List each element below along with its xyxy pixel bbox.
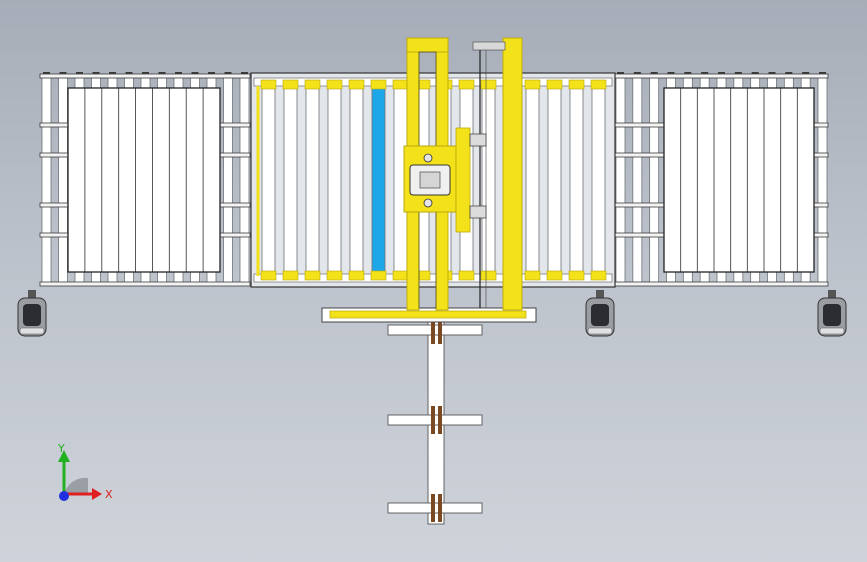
roller-bracket-top xyxy=(480,79,497,90)
roller-bracket-bottom xyxy=(370,270,387,281)
rail xyxy=(613,73,829,79)
roller xyxy=(817,75,828,285)
center-bottom-rail xyxy=(253,273,613,283)
roller-bracket-bottom xyxy=(524,270,541,281)
roller xyxy=(305,81,320,279)
roller-bracket-bottom xyxy=(590,270,607,281)
pallet xyxy=(67,87,221,273)
roller xyxy=(283,81,298,279)
roller-bracket-bottom xyxy=(458,270,475,281)
caster-stem xyxy=(828,290,836,300)
highlighted-roller xyxy=(371,81,386,279)
pallet xyxy=(663,87,815,273)
yellow-gantry-frame[interactable] xyxy=(321,37,537,323)
roller xyxy=(615,75,626,285)
roller xyxy=(223,75,233,285)
roller-bracket-top xyxy=(546,79,563,90)
x-axis-arrow-icon xyxy=(64,488,102,500)
roller xyxy=(649,75,660,285)
caster-stem xyxy=(596,290,604,300)
right-roller-conveyor[interactable] xyxy=(613,72,829,287)
roller xyxy=(349,81,364,279)
bolt xyxy=(423,153,433,163)
roller xyxy=(261,81,276,279)
rail xyxy=(39,73,251,79)
caster-foot xyxy=(819,327,845,335)
roller-bracket-bottom xyxy=(304,270,321,281)
pallet-outline xyxy=(67,87,221,273)
roller xyxy=(591,81,606,279)
roller-bracket-top xyxy=(370,79,387,90)
y-axis-label: Y xyxy=(57,442,65,455)
roller-bracket-bottom xyxy=(260,270,277,281)
fork-arm[interactable] xyxy=(387,316,483,525)
triad-plane-icon xyxy=(64,477,88,494)
linear-bearing xyxy=(469,205,487,219)
roller-bracket-top xyxy=(282,79,299,90)
roller xyxy=(481,81,496,279)
roller-bracket-bottom xyxy=(546,270,563,281)
roller-bracket-top xyxy=(304,79,321,90)
roller-bracket-top xyxy=(458,79,475,90)
fork-clamp xyxy=(431,494,435,522)
gantry-top-bracket xyxy=(472,41,506,51)
fork-clamp xyxy=(431,316,435,344)
motor-face xyxy=(419,171,441,189)
roller-bracket-top xyxy=(392,79,409,90)
pallet-outline xyxy=(663,87,815,273)
rail xyxy=(39,281,251,287)
roller xyxy=(569,81,584,279)
y-axis-arrow-icon xyxy=(58,450,70,494)
roller-bracket-top xyxy=(590,79,607,90)
roller-bracket-bottom xyxy=(480,270,497,281)
roller-bracket-bottom xyxy=(348,270,365,281)
carriage-side-bracket xyxy=(455,127,471,233)
roller xyxy=(327,81,342,279)
left-roller-conveyor[interactable] xyxy=(39,72,251,287)
caster-foot xyxy=(19,327,45,335)
roller-bracket-top xyxy=(326,79,343,90)
fork-clamp xyxy=(438,494,442,522)
roller-bracket-bottom xyxy=(392,270,409,281)
gantry-base-plate xyxy=(329,310,527,319)
roller xyxy=(525,81,540,279)
roller xyxy=(632,75,643,285)
roller xyxy=(547,81,562,279)
z-axis-dot-icon xyxy=(59,491,69,501)
rail xyxy=(613,281,829,287)
roller-bracket-bottom xyxy=(326,270,343,281)
roller-bracket-top xyxy=(524,79,541,90)
caster-wheels xyxy=(17,290,847,337)
roller-bracket-top xyxy=(568,79,585,90)
gantry-top-crossbar xyxy=(406,37,449,53)
gantry-column-right xyxy=(502,37,523,311)
roller xyxy=(239,75,250,285)
fork-clamp xyxy=(438,316,442,344)
roller xyxy=(58,75,68,285)
center-top-rail xyxy=(253,77,613,87)
coordinate-triad: Y X xyxy=(44,438,124,508)
bolt xyxy=(423,198,433,208)
linear-bearing xyxy=(469,133,487,147)
caster-stem xyxy=(28,290,36,300)
x-axis-label: X xyxy=(105,488,113,501)
roller-bracket-bottom xyxy=(282,270,299,281)
fork-clamp xyxy=(431,406,435,434)
roller-bracket-top xyxy=(260,79,277,90)
fork-clamp xyxy=(438,406,442,434)
roller-bracket-top xyxy=(348,79,365,90)
caster-wheel xyxy=(591,304,609,326)
caster-foot xyxy=(587,327,613,335)
roller-bracket-bottom xyxy=(568,270,585,281)
caster-wheel xyxy=(823,304,841,326)
roller xyxy=(41,75,52,285)
caster-wheel xyxy=(23,304,41,326)
